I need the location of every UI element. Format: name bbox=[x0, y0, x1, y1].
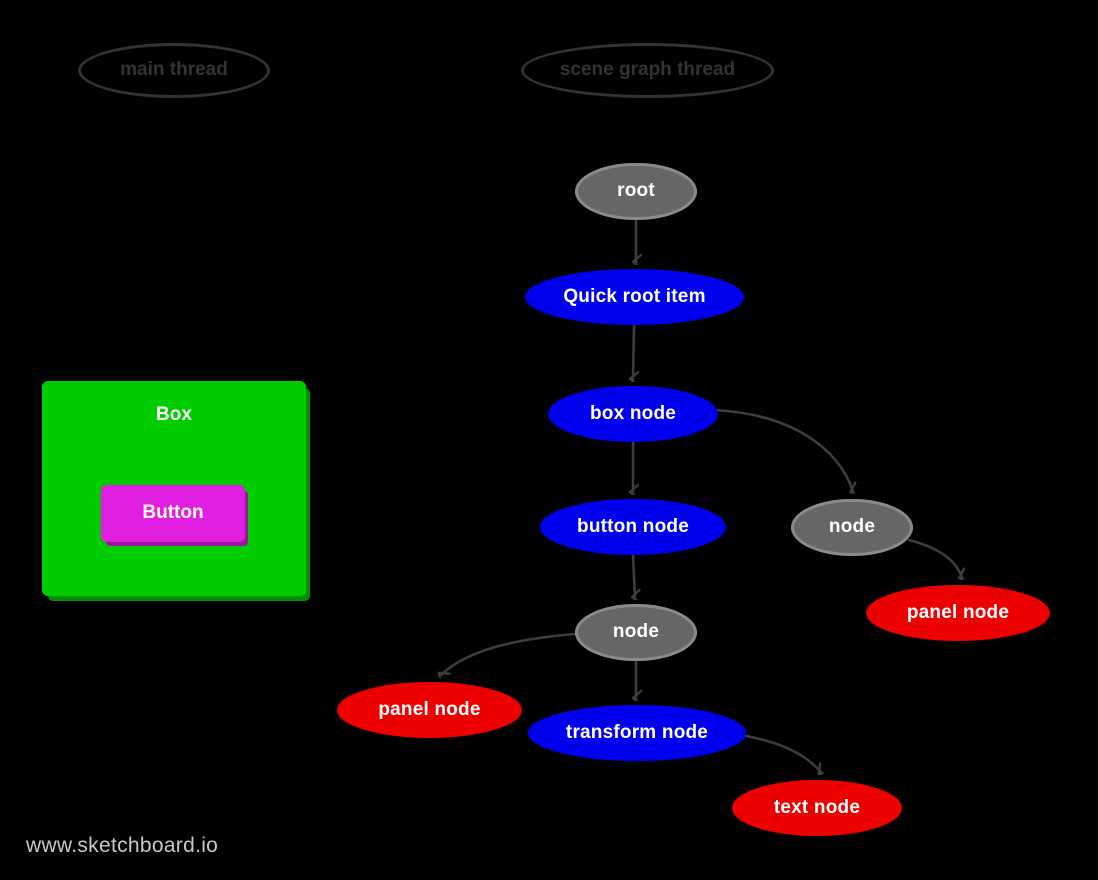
button-widget[interactable]: Button bbox=[101, 485, 245, 542]
node-panel-node-right-label: panel node bbox=[906, 601, 1010, 623]
node-panel-node-right[interactable]: panel node bbox=[866, 585, 1050, 641]
node-text-node[interactable]: text node bbox=[732, 780, 902, 836]
node-quick-root-item[interactable]: Quick root item bbox=[525, 269, 744, 325]
node-root-label: root bbox=[617, 180, 655, 202]
edge-box-node-to-node-right bbox=[712, 408, 853, 491]
edge-node-mid-to-panel-node-left bbox=[441, 632, 576, 675]
box-widget[interactable]: Box bbox=[42, 381, 306, 596]
node-node-mid[interactable]: node bbox=[575, 604, 697, 661]
edge-button-node-to-node-mid bbox=[633, 554, 635, 597]
node-node-right[interactable]: node bbox=[791, 499, 913, 556]
swimlane-main-thread[interactable]: main thread bbox=[78, 43, 270, 98]
button-widget-label: Button bbox=[142, 502, 204, 524]
node-box-node[interactable]: box node bbox=[548, 386, 718, 442]
box-widget-label: Box bbox=[156, 404, 192, 425]
node-box-node-label: box node bbox=[589, 402, 677, 424]
edge-transform-node-to-text-node bbox=[744, 734, 821, 772]
swimlane-scene-graph-thread[interactable]: scene graph thread bbox=[521, 43, 774, 98]
node-quick-root-item-label: Quick root item bbox=[563, 285, 706, 307]
node-transform-node[interactable]: transform node bbox=[528, 705, 746, 761]
node-button-node-label: button node bbox=[577, 515, 689, 537]
node-text-node-label: text node bbox=[773, 796, 861, 818]
edge-node-right-to-panel-node-right bbox=[907, 538, 962, 577]
node-button-node[interactable]: button node bbox=[540, 499, 726, 555]
swimlane-main-thread-label: main thread bbox=[120, 59, 228, 81]
swimlane-scene-graph-thread-label: scene graph thread bbox=[559, 59, 736, 81]
node-panel-node-left[interactable]: panel node bbox=[337, 682, 522, 738]
watermark: www.sketchboard.io bbox=[26, 834, 219, 857]
node-root[interactable]: root bbox=[575, 163, 697, 220]
node-node-mid-label: node bbox=[612, 621, 660, 643]
node-node-right-label: node bbox=[828, 516, 876, 538]
edge-quick-root-item-to-box-node bbox=[633, 324, 634, 379]
node-panel-node-left-label: panel node bbox=[378, 698, 481, 720]
node-transform-node-label: transform node bbox=[565, 721, 709, 743]
